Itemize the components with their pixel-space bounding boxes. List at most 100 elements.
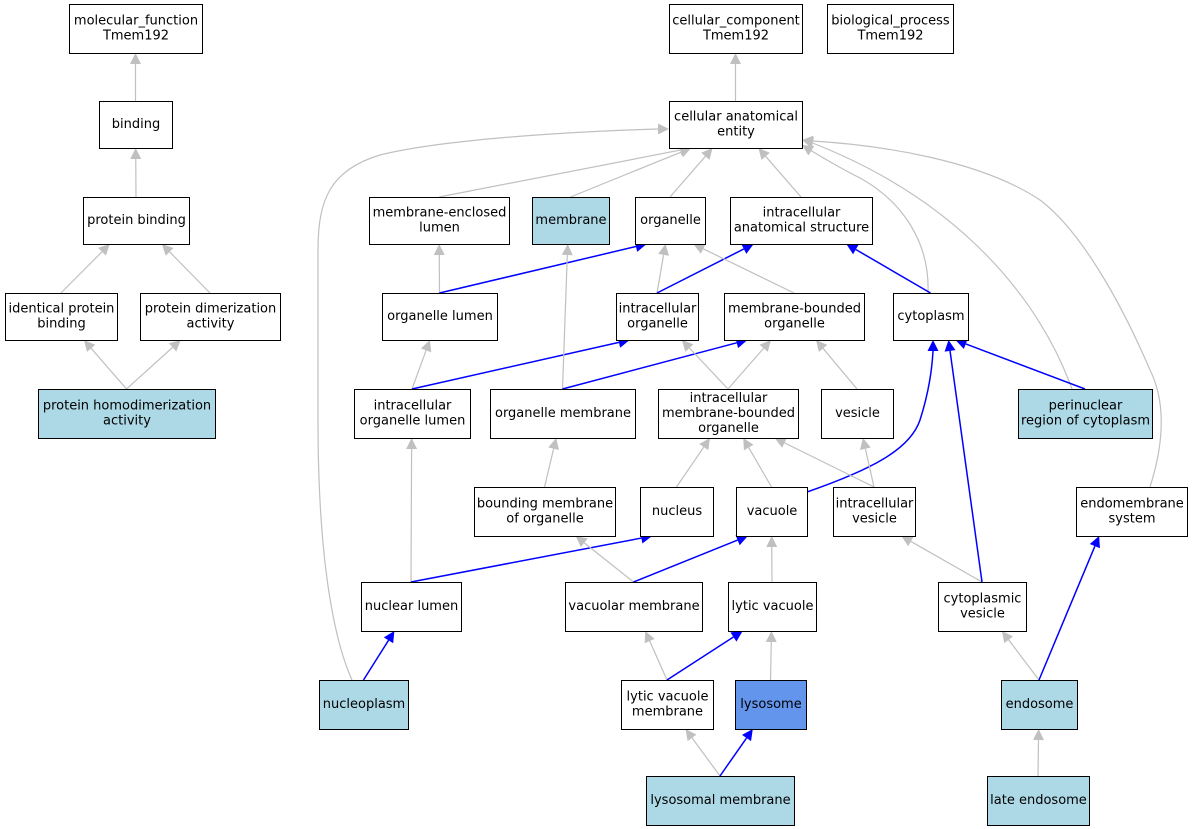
term-label: cytoplasm <box>897 309 964 324</box>
term-label: organelle <box>627 317 688 332</box>
edge-mbo-to-organelle <box>693 243 795 294</box>
edge-cytoplasm-to-ias-line <box>855 248 931 294</box>
term-label: cytoplasmic <box>944 592 1022 607</box>
edge-nucleus-to-imbo-arrowhead <box>699 438 710 451</box>
term-label: lysosome <box>740 697 801 712</box>
edge-organelle_lumen-to-organelle-line <box>439 245 637 294</box>
term-node-cytoplasm[interactable]: cytoplasm <box>893 293 969 341</box>
edge-om-to-mbo-line <box>562 342 737 390</box>
term-node-nucleus[interactable]: nucleus <box>640 487 714 537</box>
edge-om-to-membrane-arrowhead <box>561 244 573 256</box>
edge-protein_homodimerization-to-identical_protein_binding <box>83 340 127 390</box>
term-node-organelle-lumen[interactable]: organelle lumen <box>382 293 498 341</box>
term-label: molecular_function <box>74 14 198 29</box>
edge-iv-to-vesicle-line <box>864 448 875 488</box>
term-node-lysosome[interactable]: lysosome <box>735 680 807 730</box>
edge-es-to-cae <box>802 135 1162 488</box>
term-box <box>938 582 1027 632</box>
edge-cv-to-iv-arrowhead <box>901 536 914 547</box>
term-box <box>669 101 803 149</box>
edge-vm-to-vacuole-arrowhead <box>735 535 748 546</box>
term-node-lm[interactable]: lysosomal membrane <box>646 776 795 826</box>
edge-cv-to-cytoplasm-arrowhead <box>944 340 956 352</box>
term-node-endosome[interactable]: endosome <box>1001 680 1078 730</box>
term-box <box>361 582 462 632</box>
edge-nl-to-nucleus-line <box>410 537 642 583</box>
term-node-protein-binding[interactable]: protein binding <box>83 197 190 245</box>
term-node-vesicle[interactable]: vesicle <box>821 389 894 439</box>
term-box <box>640 487 714 537</box>
edge-imbo-to-io-arrowhead <box>681 340 694 352</box>
edge-es-to-cae-line <box>811 140 1162 488</box>
edge-cytoplasm-to-ias <box>846 244 931 294</box>
edge-vacuole-to-imbo <box>743 438 773 488</box>
term-node-organelle[interactable]: organelle <box>635 197 706 245</box>
edge-iv-to-vesicle-arrowhead <box>860 438 871 450</box>
edge-lvm-to-lv-arrowhead <box>730 631 743 642</box>
edge-protein_homodimerization-to-protein_dimerization-arrowhead <box>168 340 181 352</box>
term-label: intracellular <box>763 206 841 221</box>
term-node-vacuole[interactable]: vacuole <box>736 487 808 537</box>
term-box <box>83 197 190 245</box>
term-box <box>5 293 118 341</box>
edge-vesicle-to-mbo-arrowhead <box>816 340 828 352</box>
term-label: intracellular <box>374 399 452 414</box>
term-node-nl[interactable]: nuclear lumen <box>361 582 462 632</box>
edge-le-to-endosome <box>1032 729 1044 777</box>
edge-perinuclear-to-cae <box>802 137 1073 390</box>
edge-vesicle-to-mbo-line <box>822 348 858 390</box>
edge-identical_protein_binding-to-protein_binding-arrowhead <box>98 244 110 256</box>
edge-nl-to-iol-arrowhead <box>406 438 418 450</box>
term-box <box>730 197 873 245</box>
edge-protein_homodimerization-to-identical_protein_binding-arrowhead <box>83 340 96 352</box>
edge-perinuclear-to-cytoplasm-arrowhead <box>955 338 968 350</box>
term-label: intracellular <box>836 497 914 512</box>
term-box <box>382 293 498 341</box>
edge-protein_homodimerization-to-protein_dimerization <box>126 340 181 390</box>
nodes-layer: molecular_functionTmem192bindingprotein … <box>5 4 1188 826</box>
term-box <box>490 389 636 439</box>
edge-nucleus-to-imbo <box>676 438 710 488</box>
term-label: vesicle <box>835 406 880 421</box>
term-node-vm[interactable]: vacuolar membrane <box>565 582 703 632</box>
term-node-binding[interactable]: binding <box>99 101 173 149</box>
edge-cv-to-iv <box>901 536 983 583</box>
term-node-le[interactable]: late endosome <box>987 776 1090 826</box>
edge-imbo-to-mbo-line <box>727 347 765 390</box>
term-node-lv[interactable]: lytic vacuole <box>728 582 817 632</box>
term-box <box>646 776 795 826</box>
edge-lvm-to-vm-arrowhead <box>644 631 655 644</box>
edge-organelle_lumen-to-organelle <box>439 241 647 294</box>
term-node-membrane[interactable]: membrane <box>532 197 610 245</box>
term-label: late endosome <box>990 793 1087 808</box>
term-label: of organelle <box>506 512 583 527</box>
edge-cytoplasm-to-cae-line <box>809 149 929 294</box>
term-node-om[interactable]: organelle membrane <box>490 389 636 439</box>
edge-endosome-to-es <box>1038 536 1100 681</box>
term-box <box>833 487 916 537</box>
term-node-nucleoplasm[interactable]: nucleoplasm <box>319 680 409 730</box>
edge-identical_protein_binding-to-protein_binding-line <box>60 251 103 294</box>
edge-lm-to-lvm-arrowhead <box>685 729 697 742</box>
term-label: Tmem192 <box>702 29 769 44</box>
term-box <box>369 197 510 245</box>
